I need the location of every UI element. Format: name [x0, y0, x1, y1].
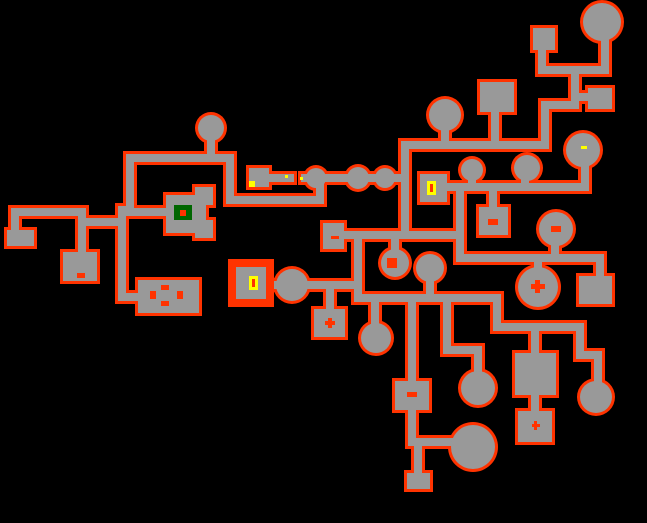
feature-icon: [488, 219, 498, 225]
room[interactable]: [276, 269, 308, 301]
markers-layer: [77, 146, 587, 430]
feature-icon: [150, 291, 156, 299]
corridor: [456, 183, 604, 289]
feature-icon: [534, 421, 537, 430]
treasure-icon[interactable]: [581, 146, 587, 149]
room[interactable]: [583, 3, 621, 41]
corridor: [118, 206, 144, 301]
room[interactable]: [375, 168, 395, 188]
room[interactable]: [515, 353, 556, 395]
room[interactable]: [566, 133, 600, 167]
room[interactable]: [306, 168, 326, 188]
feature-icon: [407, 392, 417, 397]
corridor: [401, 41, 579, 239]
room[interactable]: [198, 115, 224, 141]
room[interactable]: [533, 28, 555, 50]
start-room-wall: [228, 259, 274, 307]
corridor-wall: [405, 291, 472, 449]
room[interactable]: [451, 425, 495, 469]
stairs-core-icon: [430, 184, 433, 192]
treasure-icon[interactable]: [249, 181, 255, 187]
feature-icon: [77, 273, 85, 278]
room[interactable]: [461, 159, 483, 181]
treasure-icon[interactable]: [300, 177, 303, 180]
room[interactable]: [461, 371, 495, 405]
floors-layer: [7, 3, 621, 489]
room[interactable]: [580, 381, 612, 413]
room[interactable]: [195, 187, 213, 205]
corridor: [493, 294, 602, 399]
feature-icon: [535, 280, 540, 293]
room[interactable]: [429, 99, 461, 131]
room[interactable]: [138, 280, 199, 313]
feature-icon: [331, 236, 339, 239]
feature-icon: [328, 318, 332, 328]
corridor: [408, 294, 469, 446]
feature-icon: [551, 226, 561, 232]
room[interactable]: [361, 323, 391, 353]
corridor: [11, 208, 86, 266]
corridor: [126, 154, 324, 216]
corridor: [571, 26, 609, 74]
stairs-core-icon: [252, 279, 255, 287]
feature-icon: [161, 285, 169, 290]
room[interactable]: [407, 473, 430, 489]
room[interactable]: [514, 155, 540, 181]
room[interactable]: [347, 167, 369, 189]
player-dot-icon: [180, 210, 186, 216]
corridor: [443, 294, 482, 389]
feature-icon: [387, 258, 397, 268]
room[interactable]: [195, 220, 213, 238]
room[interactable]: [579, 276, 612, 304]
room[interactable]: [480, 82, 514, 112]
treasure-icon[interactable]: [285, 175, 288, 178]
room[interactable]: [7, 230, 34, 246]
room[interactable]: [416, 254, 444, 282]
feature-icon: [177, 291, 183, 299]
feature-icon: [161, 301, 169, 306]
room[interactable]: [588, 88, 612, 109]
